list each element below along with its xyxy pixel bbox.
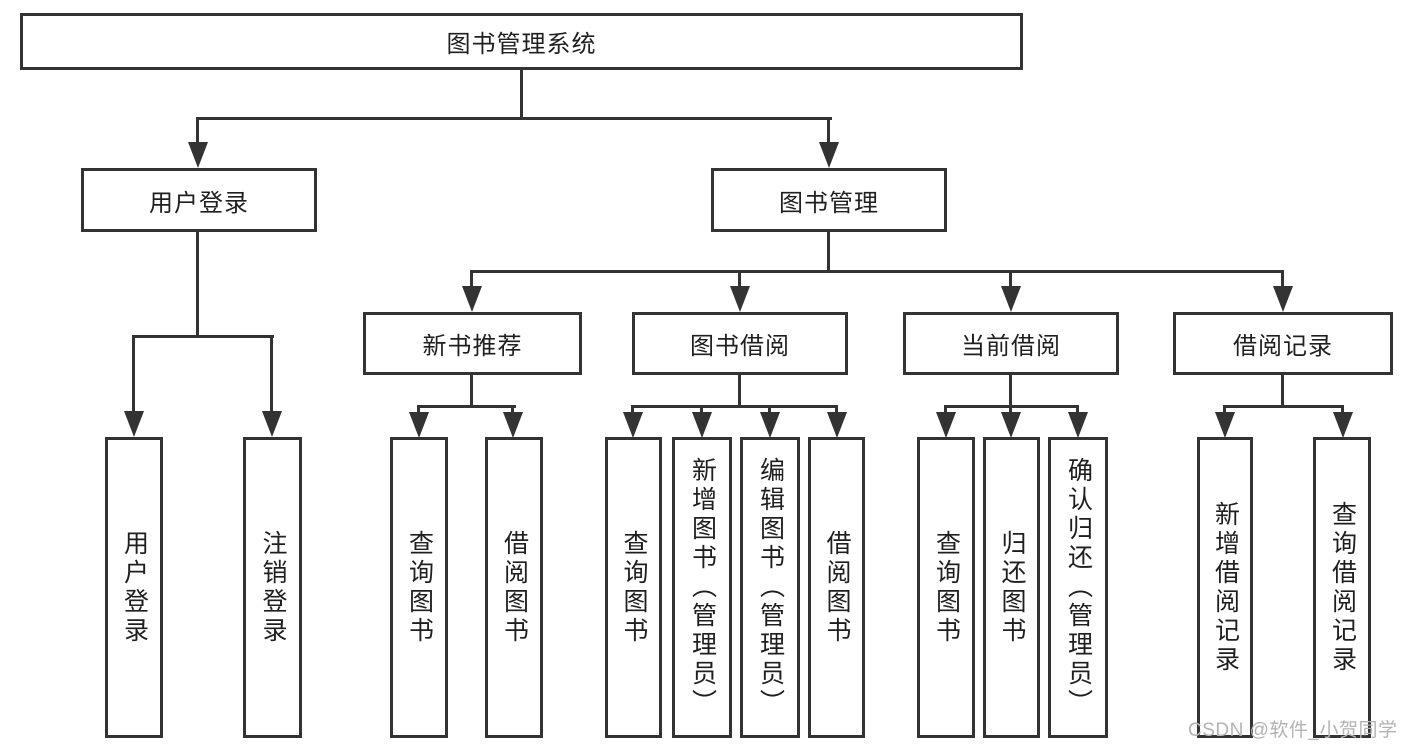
arrow-down-icon	[1001, 412, 1021, 438]
connector-line	[631, 405, 838, 408]
connector-line	[827, 117, 830, 145]
arrow-down-icon	[1001, 286, 1021, 312]
arrow-down-icon	[503, 412, 523, 438]
connector-line	[520, 69, 523, 120]
arrow-down-icon	[819, 142, 839, 168]
arrow-down-icon	[692, 412, 712, 438]
connector-line	[835, 405, 838, 415]
node-add-books-admin: 新增图书（管理员）	[672, 437, 732, 738]
node-return-books: 归还图书	[983, 437, 1040, 738]
connector-line	[470, 270, 473, 290]
connector-line	[700, 405, 703, 415]
connector-line	[270, 335, 273, 415]
node-logout: 注销登录	[243, 437, 302, 738]
connector-line	[196, 117, 832, 120]
node-borrow-books: 借阅图书	[808, 437, 865, 738]
connector-line	[132, 335, 274, 338]
connector-line	[132, 335, 135, 415]
node-query-books-borrow: 查询图书	[605, 437, 662, 738]
node-query-books-current: 查询图书	[917, 437, 975, 738]
connector-line	[1341, 405, 1344, 415]
node-user-login-leaf: 用户登录	[105, 437, 163, 738]
node-book-management: 图书管理	[711, 168, 947, 232]
arrow-down-icon	[730, 286, 750, 312]
node-add-borrow-record: 新增借阅记录	[1197, 437, 1253, 738]
connector-line	[768, 405, 771, 415]
connector-line	[196, 232, 199, 338]
arrow-down-icon	[409, 412, 429, 438]
node-confirm-return-admin: 确认归还（管理员）	[1048, 437, 1108, 738]
connector-line	[511, 405, 514, 415]
node-library-system: 图书管理系统	[20, 13, 1023, 70]
node-edit-books-admin: 编辑图书（管理员）	[740, 437, 800, 738]
connector-line	[470, 270, 1284, 273]
connector-line	[417, 405, 516, 408]
csdn-watermark: CSDN @软件_小贺同学	[1188, 720, 1398, 741]
arrow-down-icon	[1068, 412, 1088, 438]
node-borrowing-records: 借阅记录	[1173, 312, 1393, 375]
arrow-down-icon	[760, 412, 780, 438]
connector-line	[1009, 270, 1012, 290]
connector-line	[827, 232, 830, 273]
arrow-down-icon	[462, 286, 482, 312]
connector-line	[1009, 375, 1012, 408]
arrow-down-icon	[1215, 412, 1235, 438]
node-new-book-recommendation: 新书推荐	[363, 312, 582, 375]
node-current-borrowing: 当前借阅	[903, 312, 1119, 375]
connector-line	[1009, 405, 1012, 415]
arrow-down-icon	[1333, 412, 1353, 438]
node-book-borrowing: 图书借阅	[632, 312, 848, 375]
node-user-login: 用户登录	[81, 168, 317, 232]
arrow-down-icon	[262, 411, 282, 437]
connector-line	[944, 405, 947, 415]
connector-line	[1281, 375, 1284, 408]
arrow-down-icon	[623, 412, 643, 438]
connector-line	[470, 375, 473, 408]
connector-line	[631, 405, 634, 415]
connector-line	[1223, 405, 1344, 408]
connector-line	[417, 405, 420, 415]
arrow-down-icon	[827, 412, 847, 438]
arrow-down-icon	[1273, 286, 1293, 312]
connector-line	[1223, 405, 1226, 415]
node-query-books-recommend: 查询图书	[390, 437, 448, 738]
connector-line	[738, 375, 741, 408]
arrow-down-icon	[188, 142, 208, 168]
node-borrow-books-recommend: 借阅图书	[485, 437, 543, 738]
connector-line	[1076, 405, 1079, 415]
node-query-borrow-record: 查询借阅记录	[1313, 437, 1371, 738]
connector-line	[1281, 270, 1284, 290]
arrow-down-icon	[936, 412, 956, 438]
connector-line	[196, 117, 199, 145]
arrow-down-icon	[124, 411, 144, 437]
connector-line	[738, 270, 741, 290]
